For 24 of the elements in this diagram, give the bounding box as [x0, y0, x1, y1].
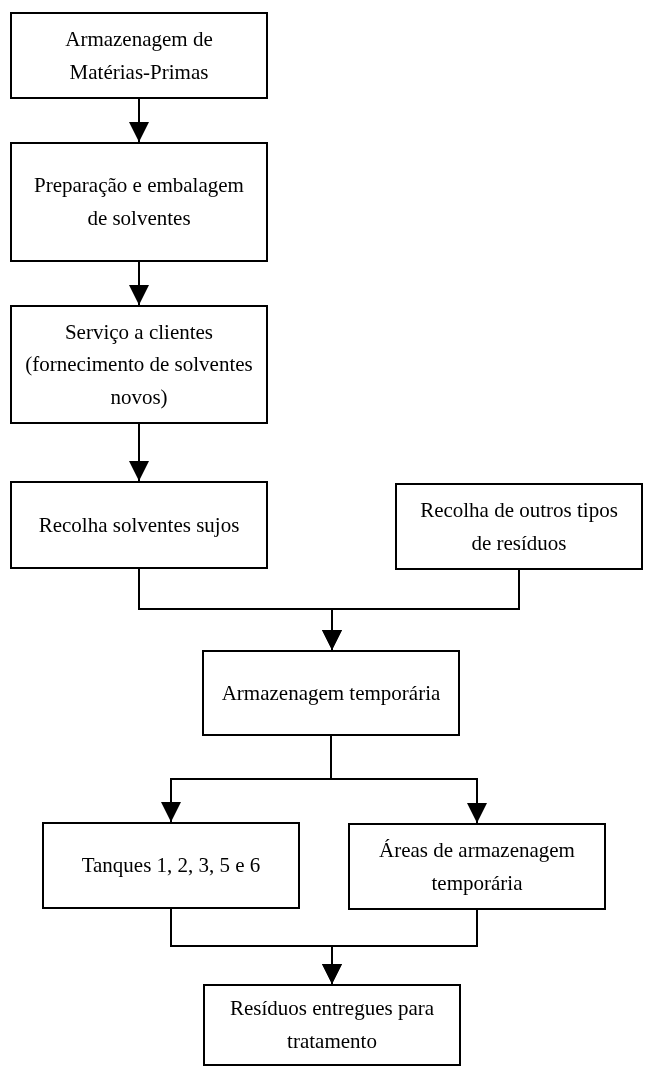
box-label: Armazenagem de Matérias-Primas	[64, 25, 214, 86]
process-box	[10, 305, 268, 424]
box-label: Resíduos entregues para tratamento	[228, 995, 436, 1055]
box-label: Recolha de outros tipos de resíduos	[419, 496, 619, 557]
box-label: Armazenagem temporária	[221, 679, 441, 707]
process-box	[10, 142, 268, 262]
arrow	[322, 569, 520, 651]
box-label: Preparação e embalagem de solventes	[33, 172, 245, 232]
process-box	[42, 822, 300, 909]
arrow	[129, 261, 149, 306]
box-label: Áreas de armazenagem temporária	[378, 836, 576, 897]
process-box	[202, 650, 460, 736]
arrow	[322, 909, 478, 985]
arrow	[129, 423, 149, 482]
process-box	[10, 12, 268, 99]
box-label: Recolha solventes sujos	[38, 511, 240, 539]
process-box	[395, 483, 643, 570]
process-box	[10, 481, 268, 569]
box-label: Serviço a clientes (fornecimento de solventes novos)	[24, 318, 254, 411]
process-box	[203, 984, 461, 1066]
arrow	[330, 735, 487, 824]
process-box	[348, 823, 606, 910]
arrow	[129, 98, 149, 143]
box-label: Tanques 1, 2, 3, 5 e 6	[81, 852, 261, 880]
